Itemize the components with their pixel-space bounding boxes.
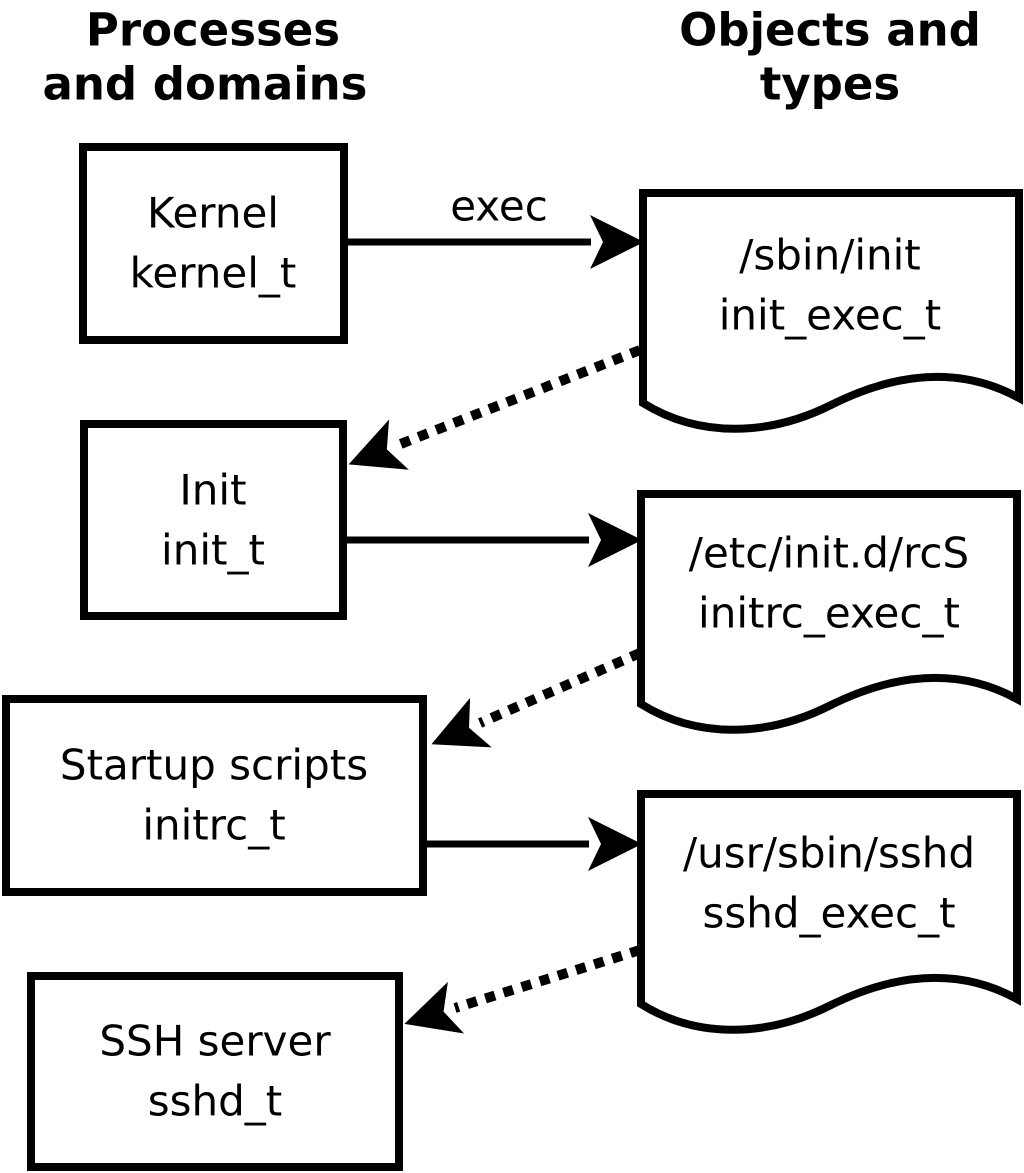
dotted-arrow-init-exec-to-init [348,345,642,470]
sshd-exec-doc-type: sshd_exec_t [702,889,955,938]
object-doc-sshd-exec: /usr/sbin/sshd sshd_exec_t [637,790,1021,1034]
object-doc-initrc-exec: /etc/init.d/rcS initrc_exec_t [637,490,1021,734]
kernel-box-name: Kernel [147,189,279,238]
kernel-box-rect [79,143,348,344]
process-box-initrc: Startup scripts initrc_t [2,695,427,896]
dotted-arrow-initrc-exec-to-initrc [431,648,643,748]
initrc-box-name: Startup scripts [60,741,368,790]
object-doc-init-exec: /sbin/init init_exec_t [639,189,1023,433]
init-exec-doc-type: init_exec_t [719,291,942,340]
sshd-exec-doc-shape [637,790,1021,1034]
dotted-arrow-sshd-exec-to-sshd [404,945,642,1034]
kernel-box-domain: kernel_t [130,249,297,298]
header-objects-line1: Objects and [679,4,981,57]
init-exec-doc-path: /sbin/init [739,231,921,280]
header-processes-line2: and domains [43,58,368,111]
initrc-box-domain: initrc_t [142,801,285,850]
header-processes-line1: Processes [86,4,340,57]
sshd-exec-doc-path: /usr/sbin/sshd [683,829,975,878]
process-box-sshd: SSH server sshd_t [27,972,403,1171]
sshd-box-domain: sshd_t [148,1077,283,1126]
process-box-kernel: Kernel kernel_t [79,143,348,344]
sshd-box-rect [27,972,403,1171]
init-box-domain: init_t [161,526,265,575]
sshd-box-name: SSH server [99,1017,331,1066]
column-header-objects: Objects and types [679,4,981,111]
initrc-exec-doc-type: initrc_exec_t [698,589,960,638]
initrc-box-rect [2,695,427,896]
init-box-rect [80,420,347,620]
initrc-exec-doc-shape [637,490,1021,734]
column-header-processes: Processes and domains [43,4,368,111]
header-objects-line2: types [760,58,900,111]
exec-arrow-label: exec [450,182,548,231]
initrc-exec-doc-path: /etc/init.d/rcS [689,529,969,578]
init-box-name: Init [179,466,246,515]
process-box-init: Init init_t [80,420,347,620]
init-exec-doc-shape [639,189,1023,433]
